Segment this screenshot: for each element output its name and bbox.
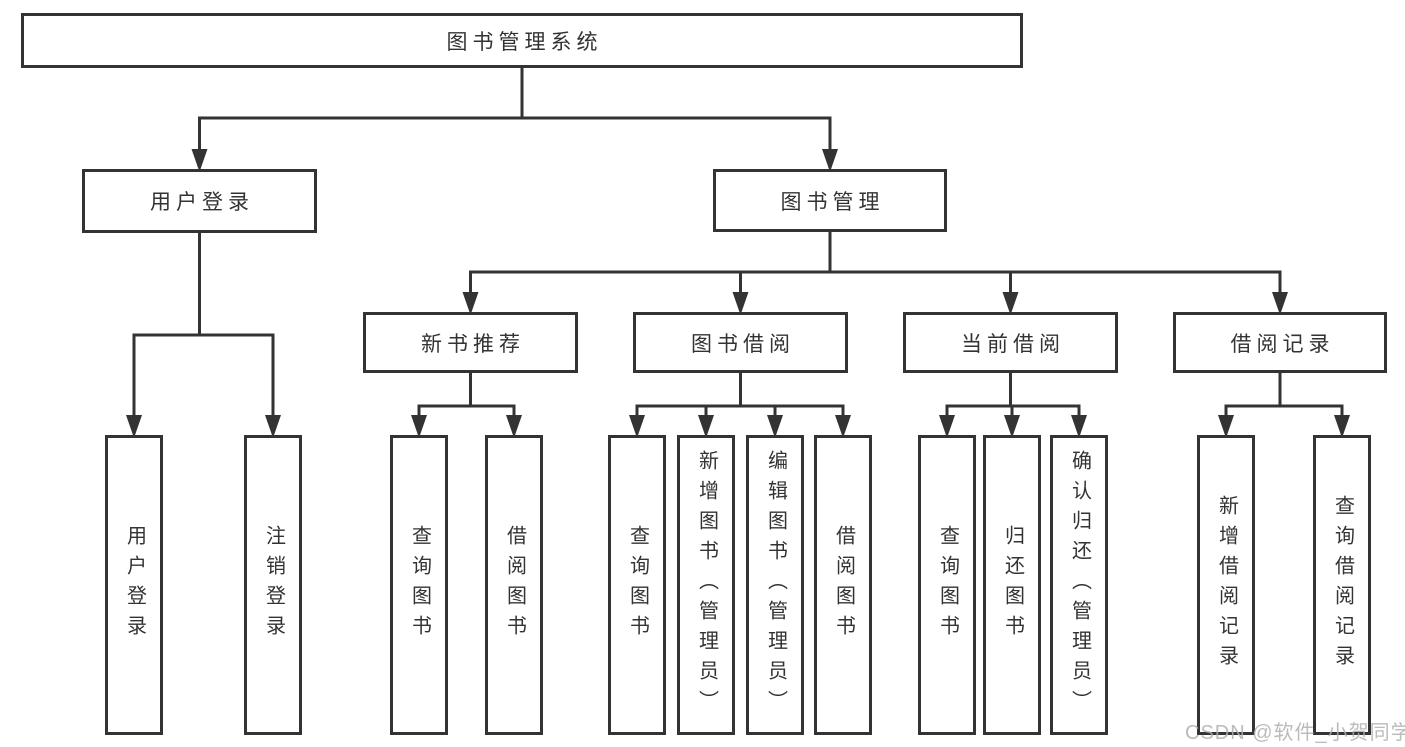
arrowhead-icon <box>1334 415 1350 438</box>
node-leaf-logout: 注销登录 <box>244 435 302 735</box>
arrowhead-icon <box>462 292 479 315</box>
node-cb-query: 查询图书 <box>918 435 976 735</box>
arrowhead-icon <box>939 415 955 438</box>
node-label-cb-return: 归还图书 <box>1001 525 1024 645</box>
node-label-cb-query: 查询图书 <box>936 525 959 645</box>
node-root: 图书管理系统 <box>21 13 1023 68</box>
arrowhead-icon <box>1004 415 1020 438</box>
node-nb-borrow: 借阅图书 <box>485 435 543 735</box>
node-borrow-records: 借阅记录 <box>1173 312 1387 373</box>
node-label-cb-confirm: 确认归还（管理员） <box>1068 450 1091 720</box>
node-bb-edit: 编辑图书（管理员） <box>746 435 804 735</box>
arrowhead-icon <box>1002 292 1019 315</box>
watermark: CSDN @软件_小贺同学 <box>1185 722 1405 744</box>
arrowhead-icon <box>126 415 142 438</box>
node-label-br-add: 新增借阅记录 <box>1215 495 1238 675</box>
node-label-new-book-rec: 新书推荐 <box>421 332 525 356</box>
arrowhead-icon <box>1218 415 1234 438</box>
node-label-book-mgmt: 图书管理 <box>780 190 885 214</box>
node-book-mgmt: 图书管理 <box>713 169 947 232</box>
arrowhead-icon <box>835 415 851 438</box>
node-label-br-query: 查询借阅记录 <box>1331 495 1354 675</box>
arrowhead-icon <box>767 415 783 438</box>
node-label-bb-add: 新增图书（管理员） <box>695 450 718 720</box>
node-nb-query: 查询图书 <box>390 435 448 735</box>
arrowhead-icon <box>191 149 208 172</box>
arrowhead-icon <box>629 415 645 438</box>
node-label-book-borrow: 图书借阅 <box>691 332 795 356</box>
node-cb-confirm: 确认归还（管理员） <box>1050 435 1108 735</box>
node-book-borrow: 图书借阅 <box>633 312 848 373</box>
node-user-login: 用户登录 <box>82 169 317 233</box>
arrowhead-icon <box>698 415 714 438</box>
node-cb-return: 归还图书 <box>983 435 1041 735</box>
arrowhead-icon <box>732 292 749 315</box>
arrowhead-icon <box>411 415 427 438</box>
node-label-bb-query: 查询图书 <box>626 525 649 645</box>
node-current-borrow: 当前借阅 <box>903 312 1118 373</box>
arrowhead-icon <box>265 415 281 438</box>
arrowhead-icon <box>506 415 522 438</box>
node-label-current-borrow: 当前借阅 <box>961 332 1065 356</box>
node-bb-add: 新增图书（管理员） <box>677 435 735 735</box>
node-label-bb-edit: 编辑图书（管理员） <box>764 450 787 720</box>
arrowhead-icon <box>822 149 838 172</box>
node-label-root: 图书管理系统 <box>446 30 603 54</box>
node-label-nb-query: 查询图书 <box>408 525 431 645</box>
node-br-add: 新增借阅记录 <box>1197 435 1255 735</box>
node-label-nb-borrow: 借阅图书 <box>503 525 526 645</box>
node-new-book-rec: 新书推荐 <box>363 312 578 373</box>
node-bb-query: 查询图书 <box>608 435 666 735</box>
node-label-borrow-records: 借阅记录 <box>1230 332 1335 356</box>
arrowhead-icon <box>1272 292 1288 315</box>
arrowhead-icon <box>1071 415 1087 438</box>
node-label-user-login: 用户登录 <box>150 191 254 214</box>
node-label-leaf-logout: 注销登录 <box>262 525 285 645</box>
node-label-leaf-user-login: 用户登录 <box>123 525 146 645</box>
node-br-query: 查询借阅记录 <box>1313 435 1371 735</box>
node-bb-borrow: 借阅图书 <box>814 435 872 735</box>
node-label-bb-borrow: 借阅图书 <box>832 525 855 645</box>
node-leaf-user-login: 用户登录 <box>105 435 163 735</box>
